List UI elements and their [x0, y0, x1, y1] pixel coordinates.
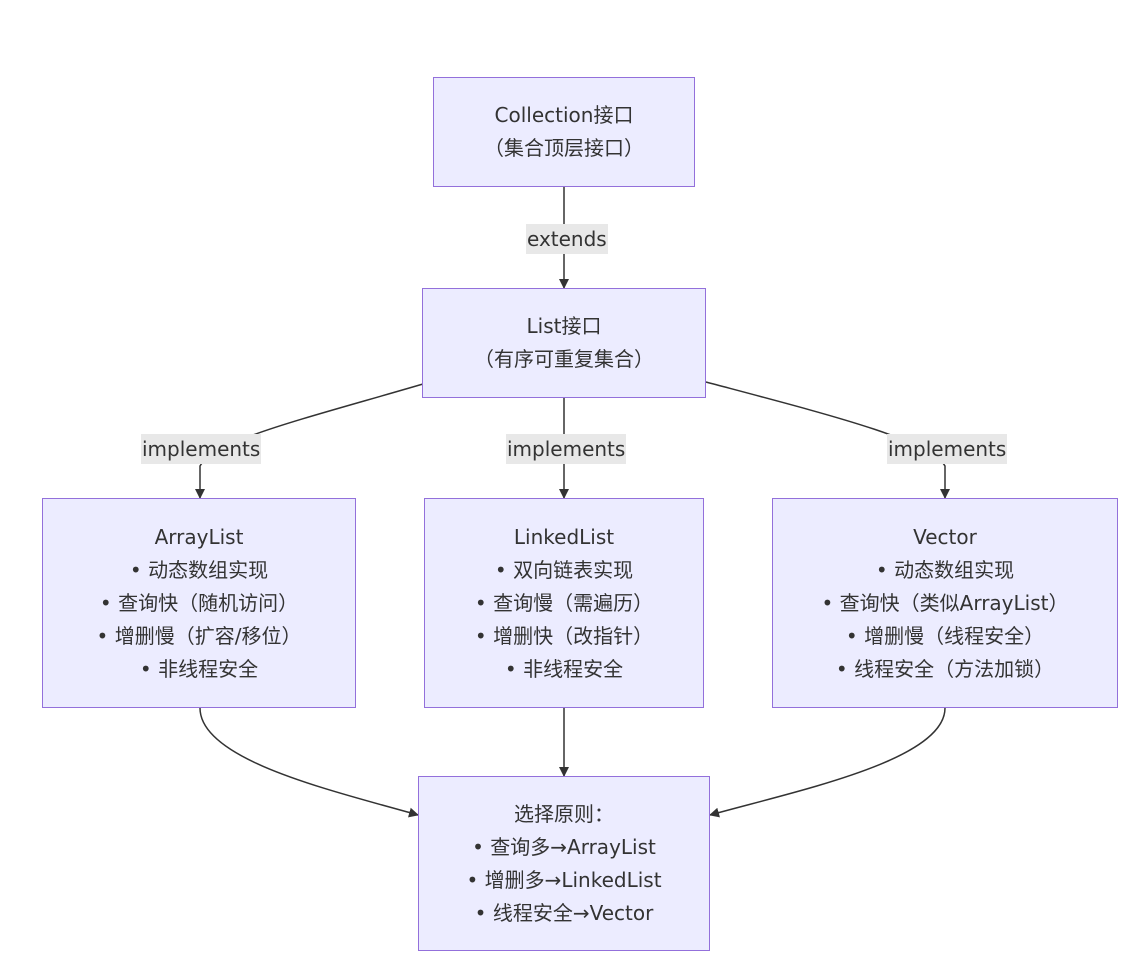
- node-vector: Vector • 动态数组实现 • 查询快（类似ArrayList） • 增删慢…: [772, 498, 1118, 708]
- node-title: Vector: [913, 524, 977, 549]
- node-bullet: • 动态数组实现: [875, 557, 1015, 582]
- node-title: 选择原则：: [514, 801, 614, 826]
- node-bullet: • 非线程安全: [504, 656, 624, 681]
- edge-arraylist-to-principle: [199, 707, 419, 818]
- edge-label-extends: extends: [526, 224, 608, 254]
- node-line: （有序可重复集合）: [474, 347, 654, 371]
- node-linkedlist: LinkedList • 双向链表实现 • 查询慢（需遍历） • 增删快（改指针…: [424, 498, 704, 708]
- node-line: List接口: [526, 314, 602, 338]
- node-selection-principle: 选择原则： • 查询多→ArrayList • 增删多→LinkedList •…: [418, 776, 710, 951]
- node-bullet: • 增删快（改指针）: [474, 623, 654, 648]
- node-bullet: • 查询多→ArrayList: [472, 834, 656, 859]
- node-bullet: • 增删慢（线程安全）: [845, 623, 1045, 648]
- node-bullet: • 线程安全→Vector: [474, 900, 654, 925]
- node-title: ArrayList: [154, 524, 244, 549]
- node-bullet: • 查询快（类似ArrayList）: [821, 590, 1069, 615]
- node-list-interface: List接口 （有序可重复集合）: [422, 288, 706, 398]
- node-bullet: • 非线程安全: [139, 656, 259, 681]
- node-title: LinkedList: [513, 524, 615, 549]
- node-line: Collection接口: [494, 103, 634, 127]
- node-bullet: • 查询慢（需遍历）: [474, 590, 654, 615]
- edge-label-implements-linkedlist: implements: [506, 434, 627, 464]
- node-bullet: • 增删慢（扩容/移位）: [96, 623, 302, 648]
- node-bullet: • 动态数组实现: [129, 557, 269, 582]
- node-bullet: • 双向链表实现: [494, 557, 634, 582]
- node-line: （集合顶层接口）: [484, 136, 644, 160]
- node-bullet: • 线程安全（方法加锁）: [835, 656, 1055, 681]
- node-collection-interface: Collection接口 （集合顶层接口）: [433, 77, 695, 187]
- node-bullet: • 查询快（随机访问）: [99, 590, 299, 615]
- node-arraylist: ArrayList • 动态数组实现 • 查询快（随机访问） • 增删慢（扩容/…: [42, 498, 356, 708]
- edge-label-implements-vector: implements: [887, 434, 1008, 464]
- edge-vector-to-principle: [709, 707, 946, 818]
- edge-label-implements-arraylist: implements: [141, 434, 262, 464]
- node-bullet: • 增删多→LinkedList: [466, 867, 662, 892]
